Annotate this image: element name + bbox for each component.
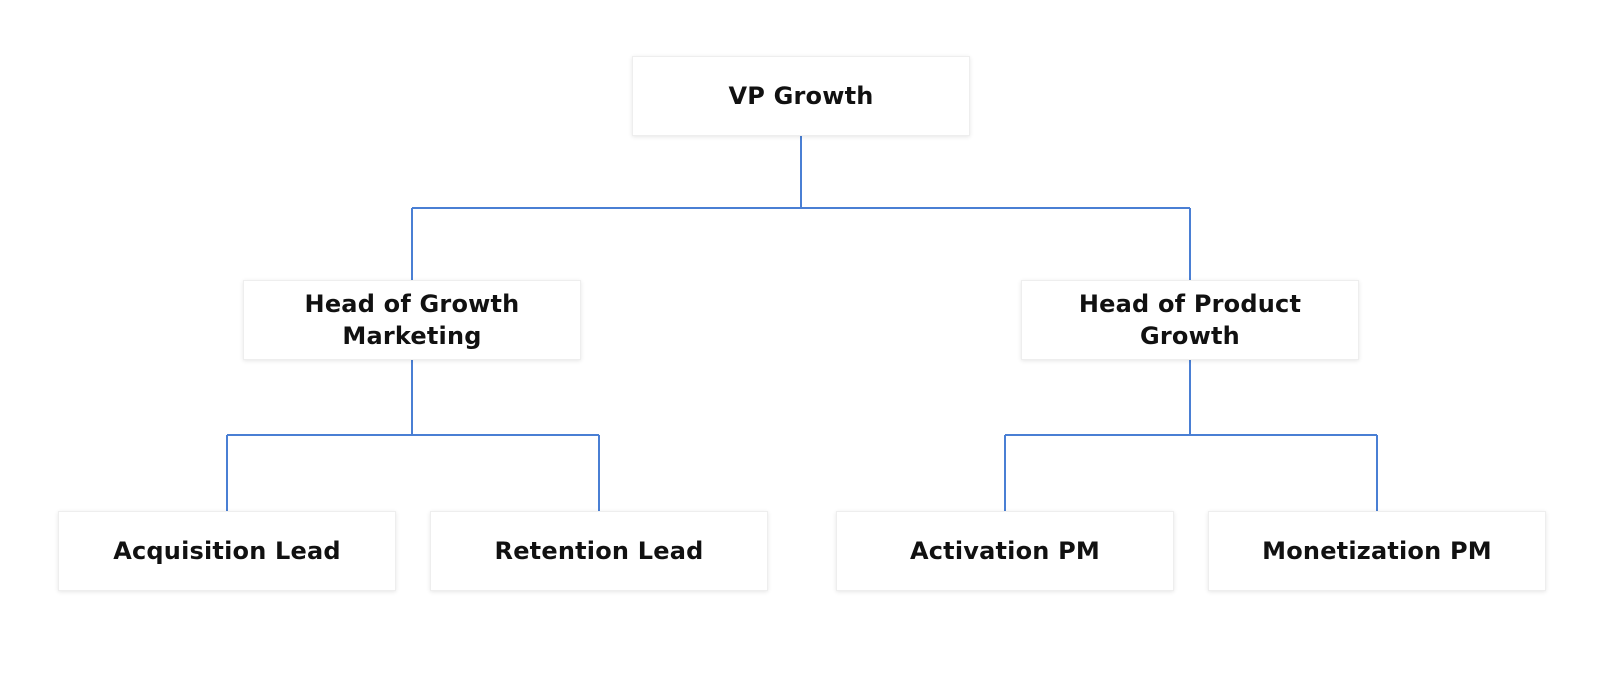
node-monetization-pm-label: Monetization PM bbox=[1262, 537, 1492, 565]
node-acquisition-lead: Acquisition Lead bbox=[58, 511, 396, 591]
node-vp-growth: VP Growth bbox=[632, 56, 970, 136]
node-head-of-product-growth-label: Head of Product Growth bbox=[1079, 288, 1301, 352]
node-head-of-growth-marketing: Head of Growth Marketing bbox=[243, 280, 581, 360]
node-head-of-growth-marketing-label: Head of Growth Marketing bbox=[305, 288, 520, 352]
node-retention-lead: Retention Lead bbox=[430, 511, 768, 591]
node-head-of-growth-marketing-line1: Head of Growth bbox=[304, 290, 520, 318]
node-monetization-pm: Monetization PM bbox=[1208, 511, 1546, 591]
node-head-of-product-growth-line2: Growth bbox=[1140, 322, 1240, 350]
node-head-of-growth-marketing-line2: Marketing bbox=[342, 322, 482, 350]
node-activation-pm-label: Activation PM bbox=[909, 537, 1101, 565]
node-retention-lead-label: Retention Lead bbox=[494, 537, 704, 565]
node-vp-growth-label: VP Growth bbox=[728, 82, 874, 110]
node-activation-pm: Activation PM bbox=[836, 511, 1174, 591]
node-head-of-product-growth-line1: Head of Product bbox=[1078, 290, 1302, 318]
node-head-of-product-growth: Head of Product Growth bbox=[1021, 280, 1359, 360]
node-acquisition-lead-label: Acquisition Lead bbox=[113, 537, 341, 565]
